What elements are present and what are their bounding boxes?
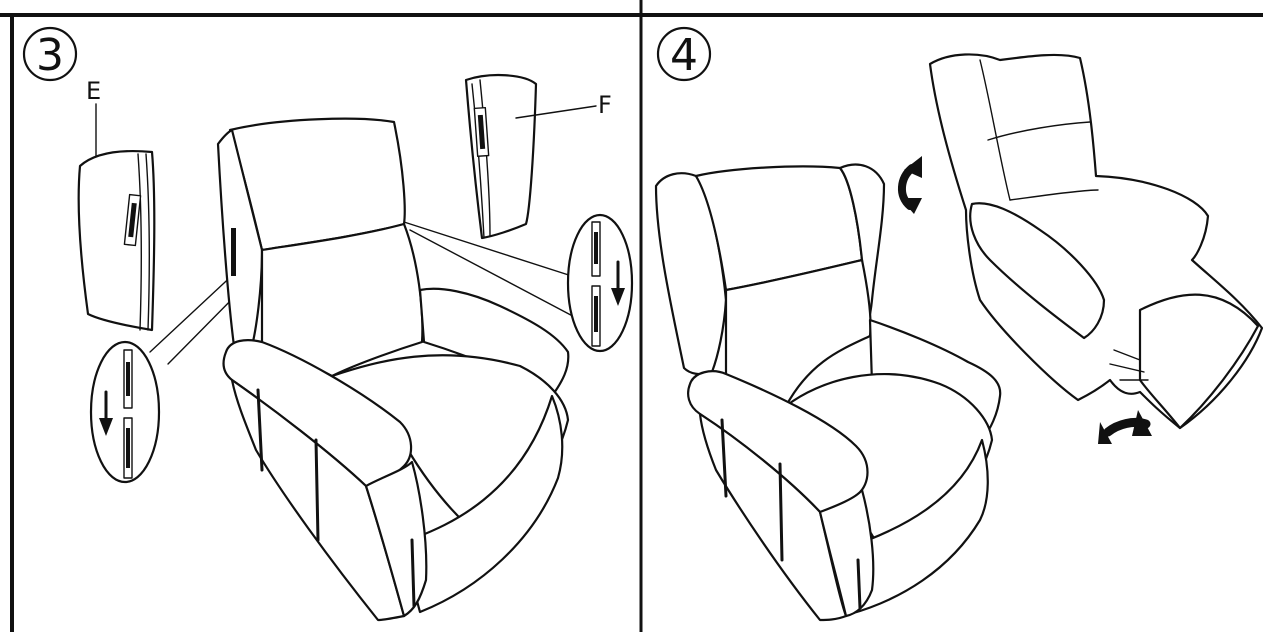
footrest-arrow-icon: [1098, 410, 1152, 444]
part-label-e: E: [86, 77, 101, 105]
recliner-chair-step-3: [216, 117, 570, 622]
recliner-chair-upright: [654, 163, 1002, 622]
side-panel-e: E: [77, 77, 156, 332]
panel-step-4: 4: [654, 26, 1263, 622]
recline-arrow-icon: [898, 156, 922, 214]
step-4-badge: 4: [656, 26, 712, 82]
arrow-down-icon: [99, 418, 113, 436]
recliner-chair-reclined: [928, 53, 1263, 430]
part-label-f: F: [598, 91, 612, 119]
panel-step-3: 3 E: [22, 26, 634, 622]
step-4-number: 4: [670, 30, 698, 81]
step-3-badge: 3: [22, 26, 78, 82]
step-3-number: 3: [36, 30, 64, 81]
side-panel-f: F: [464, 73, 612, 240]
arrow-down-icon: [611, 288, 625, 306]
bracket-detail-right: [403, 213, 634, 353]
